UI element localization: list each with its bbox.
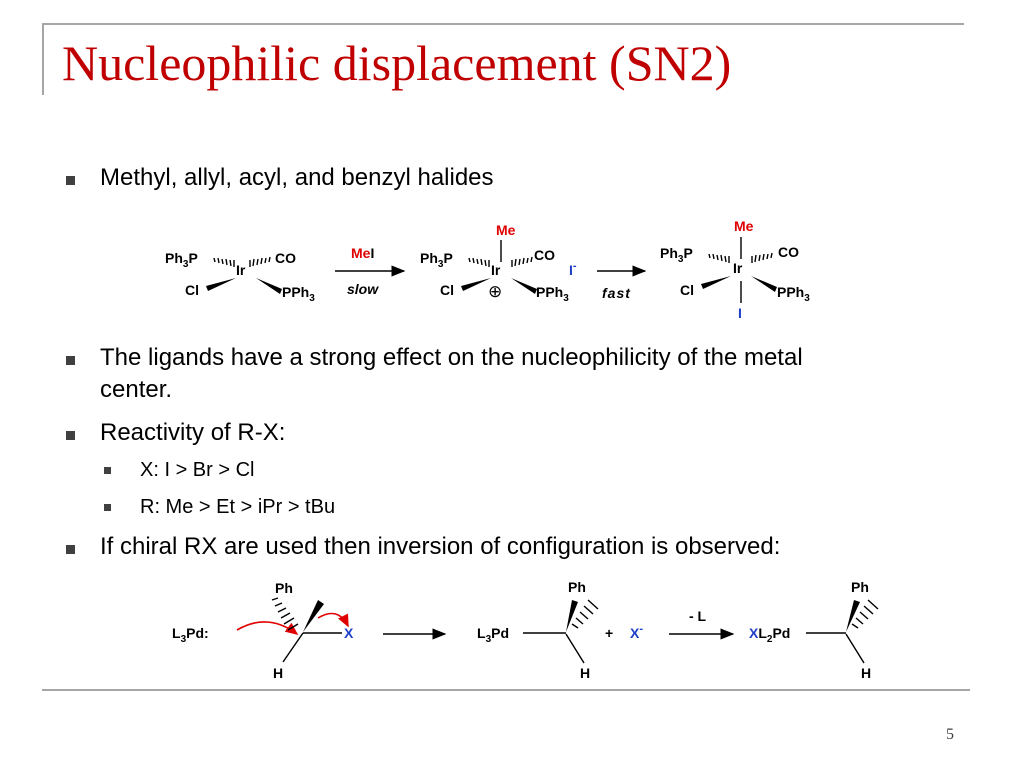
co-label: CO bbox=[778, 244, 799, 260]
bullet-r-order: R: Me > Et > iPr > tBu bbox=[140, 496, 336, 518]
sub-bullet-marker bbox=[104, 467, 111, 474]
pph3-label: PPh3 bbox=[536, 284, 569, 304]
plus-sign: + bbox=[605, 625, 613, 641]
co-label: CO bbox=[275, 250, 296, 266]
positive-charge: ⊕ bbox=[488, 282, 502, 301]
pph3-label: PPh3 bbox=[282, 284, 315, 304]
step-fast-label: fast bbox=[602, 285, 631, 301]
complex-product-ir: Me Ph3P Ir CO Cl PPh3 I bbox=[660, 218, 810, 321]
ph3p-label: Ph3P bbox=[420, 250, 453, 270]
metal-ir: Ir bbox=[491, 262, 501, 278]
step-slow-label: slow bbox=[347, 281, 379, 297]
bullet-marker bbox=[66, 545, 75, 554]
ph-label: Ph bbox=[568, 579, 586, 595]
sub-bullet-marker bbox=[104, 504, 111, 511]
pph3-label: PPh3 bbox=[777, 284, 810, 304]
co-label: CO bbox=[534, 247, 555, 263]
ph3p-label: Ph3P bbox=[165, 250, 198, 270]
xl2pd-label: XL2Pd bbox=[749, 625, 790, 645]
complex-vaska: Ph3P Ir CO Cl PPh3 bbox=[165, 250, 315, 304]
minus-l-label: - L bbox=[689, 608, 707, 624]
frame-left-rule bbox=[42, 23, 44, 95]
slide-title: Nucleophilic displacement (SN2) bbox=[62, 35, 732, 91]
me-label: Me bbox=[734, 218, 754, 234]
l3pd-label: L3Pd bbox=[477, 625, 509, 645]
curved-arrow-leave bbox=[317, 612, 349, 628]
bullet-ligands-line1: The ligands have a strong effect on the … bbox=[100, 344, 803, 371]
frame-bottom-rule bbox=[42, 689, 970, 691]
bullet-marker bbox=[66, 356, 75, 365]
ph3p-label: Ph3P bbox=[660, 245, 693, 265]
bullet-ligands-line2: center. bbox=[100, 376, 173, 403]
arrow-iodide-attack-step2: I- fast bbox=[569, 260, 647, 301]
metal-ir: Ir bbox=[733, 260, 743, 276]
h-label: H bbox=[580, 665, 590, 681]
h-label: H bbox=[273, 665, 283, 681]
cl-label: Cl bbox=[440, 282, 454, 298]
ph-label: Ph bbox=[275, 580, 293, 596]
bullet-marker bbox=[66, 431, 75, 440]
reagent-mei: MeI bbox=[351, 245, 374, 261]
reagent-iodide: I- bbox=[569, 260, 577, 278]
arrow-oxidative-addition-step1: MeI slow bbox=[335, 245, 406, 297]
x-anion: X- bbox=[630, 623, 643, 641]
iodide-label: I bbox=[738, 305, 742, 321]
l3pd-nucleophile: L3Pd: bbox=[172, 625, 209, 645]
cl-label: Cl bbox=[185, 282, 199, 298]
bullet-methyl: Methyl, allyl, acyl, and benzyl halides bbox=[100, 164, 494, 191]
x-leaving-group: X bbox=[344, 625, 354, 641]
me-label: Me bbox=[496, 222, 516, 238]
page-number: 5 bbox=[946, 726, 954, 743]
bullet-reactivity: Reactivity of R-X: bbox=[100, 419, 286, 446]
bullet-marker bbox=[66, 176, 75, 185]
ph-label: Ph bbox=[851, 579, 869, 595]
h-label: H bbox=[861, 665, 871, 681]
cl-label: Cl bbox=[680, 282, 694, 298]
frame-top-rule bbox=[42, 23, 964, 25]
bullet-chiral: If chiral RX are used then inversion of … bbox=[100, 533, 781, 560]
curved-arrow-attack bbox=[236, 621, 299, 635]
complex-cation: Me Ph3P Ir CO Cl ⊕ PPh3 bbox=[420, 222, 569, 304]
metal-ir: Ir bbox=[236, 262, 246, 278]
bullet-x-order: X: I > Br > Cl bbox=[140, 459, 255, 481]
sn2-inversion-scheme: L3Pd: Ph X H L3Pd Ph bbox=[172, 579, 879, 681]
